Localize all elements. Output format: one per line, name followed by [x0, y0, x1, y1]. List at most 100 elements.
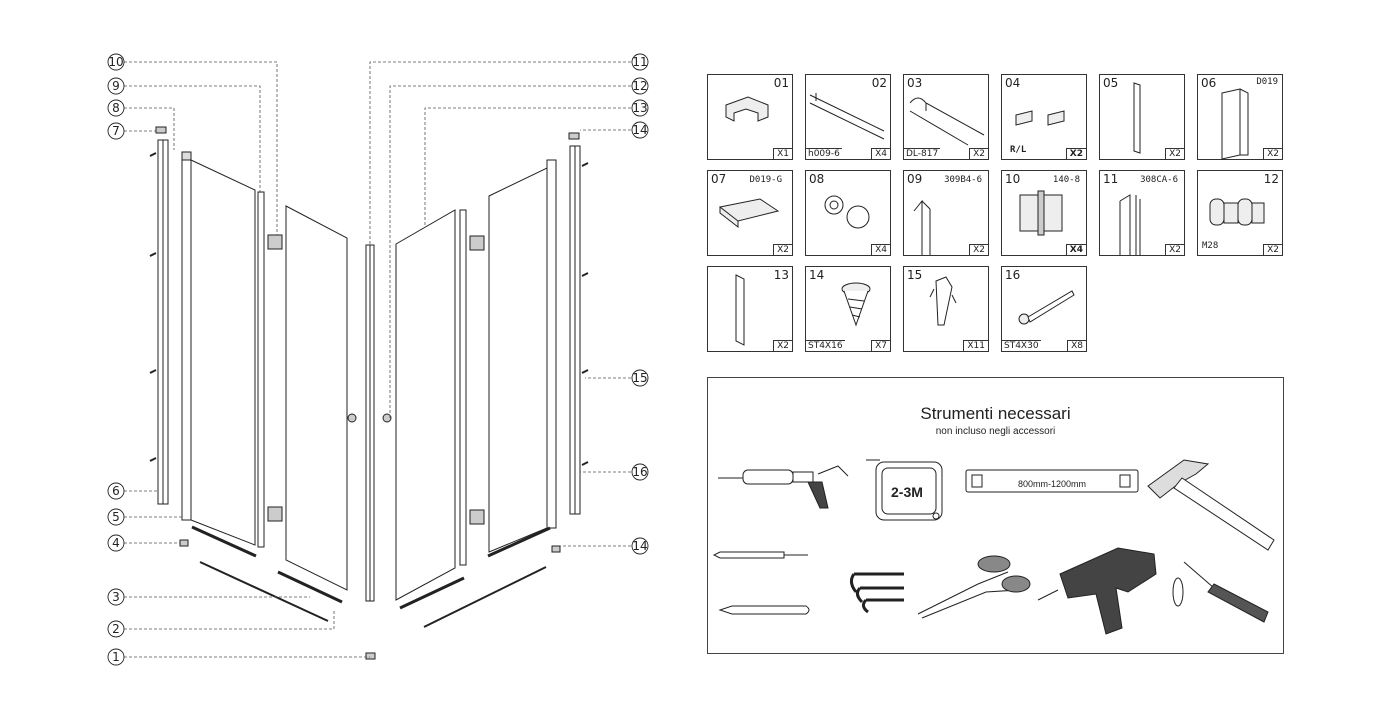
scissors-icon	[917, 555, 1031, 619]
cap-7	[155, 126, 167, 134]
callout-right: 16	[632, 465, 647, 479]
part-number: 13	[773, 268, 789, 282]
seal-left-1	[191, 525, 257, 558]
part-number: 10	[1005, 172, 1021, 186]
drill-bit-icon	[712, 551, 808, 559]
part-qty: X2	[1065, 148, 1086, 159]
callout-right: 14	[632, 123, 647, 137]
part-02: 02 h009-6 X4	[805, 74, 891, 160]
profile-right-9	[459, 209, 467, 566]
part-code: h009-6	[806, 148, 842, 159]
cap-1	[365, 652, 376, 660]
callout-left: 10	[108, 55, 123, 69]
bumper-14	[551, 545, 561, 553]
part-qty: X11	[963, 340, 988, 351]
callout-left: 2	[112, 622, 120, 636]
hammer-icon	[1147, 459, 1275, 551]
seal-right-2	[423, 566, 547, 628]
callout-left: 6	[112, 484, 120, 498]
part-10: 10 140-8 X4	[1001, 170, 1087, 256]
exploded-diagram: 10 9 8 7 6 5 4 3 2 1 11 12 13 14 15 16 1…	[107, 53, 649, 666]
part-qty: X8	[1067, 340, 1086, 351]
part-04: 04 R/L X2	[1001, 74, 1087, 160]
part-code: DL-817	[904, 148, 941, 159]
screwdriver-icon	[1172, 561, 1269, 623]
part-03: 03 DL-817 X2	[903, 74, 989, 160]
part-code: M28	[1202, 241, 1219, 251]
part-07: 07 D019-G X2	[707, 170, 793, 256]
callout-right: 11	[632, 55, 647, 69]
pencil-icon	[718, 605, 810, 615]
part-01: 01 X1	[707, 74, 793, 160]
callout-left: 4	[112, 536, 120, 550]
seal-left-2	[199, 561, 329, 622]
part-05: 05 X2	[1099, 74, 1185, 160]
tools-title: Strumenti necessari	[920, 404, 1071, 423]
door-glass-left	[285, 205, 348, 591]
part-number: 08	[809, 172, 825, 186]
part-qty: X2	[1165, 244, 1184, 255]
part-code: D019-G	[749, 175, 782, 185]
fixed-glass-left	[190, 159, 256, 546]
door-glass-right	[395, 209, 456, 601]
tools-panel: Strumenti necessari non incluso negli ac…	[707, 377, 1284, 654]
part-16: 16 ST4X30 X8	[1001, 266, 1087, 352]
part-qty: X2	[773, 340, 792, 351]
part-code: 309B4-6	[944, 175, 982, 185]
part-qty: X2	[773, 244, 792, 255]
part-qty: X4	[871, 244, 890, 255]
part-qty: X1	[773, 148, 792, 159]
part-code: 308CA-6	[1140, 175, 1178, 185]
part-number: 01	[773, 76, 789, 90]
part-number: 02	[871, 76, 887, 90]
wall-profile-left	[157, 139, 169, 505]
part-qty: X2	[969, 148, 988, 159]
part-number: 07	[711, 172, 727, 186]
part-code: R/L	[1010, 145, 1027, 155]
frame-profile-right	[546, 159, 557, 529]
part-code: D019	[1256, 77, 1278, 87]
part-13: 13 X2	[707, 266, 793, 352]
callout-left: 3	[112, 590, 120, 604]
part-06: 06 D019 X2	[1197, 74, 1283, 160]
callout-left: 8	[112, 101, 120, 115]
hinge-top-right	[469, 235, 485, 251]
tape-measure-icon	[866, 459, 943, 521]
part-qty: X7	[871, 340, 890, 351]
part-15: 15 X11	[903, 266, 989, 352]
part-number: 03	[907, 76, 923, 90]
part-number: 15	[907, 268, 923, 282]
spirit-level-icon	[965, 469, 1139, 493]
tape-measure-label: 2-3M	[891, 484, 923, 500]
part-code: 140-8	[1052, 175, 1080, 185]
part-08: 08 X4	[805, 170, 891, 256]
hinge-bottom-left	[267, 506, 283, 522]
fixed-glass-right	[488, 167, 548, 553]
callout-right: 12	[632, 79, 647, 93]
part-number: 09	[907, 172, 923, 186]
spirit-level-label: 800mm-1200mm	[1018, 479, 1087, 489]
seal-left-3	[277, 570, 343, 604]
hex-keys-icon	[849, 572, 904, 614]
hinge-bottom-right	[469, 509, 485, 525]
part-number: 06	[1201, 76, 1217, 90]
tools-subtitle: non incluso negli accessori	[935, 426, 1056, 437]
hinge-top-left	[267, 234, 283, 250]
part-code: ST4X30	[1002, 340, 1041, 351]
drill-icon	[1037, 547, 1157, 635]
part-qty: X2	[969, 244, 988, 255]
part-number: 04	[1005, 76, 1021, 90]
part-number: 11	[1103, 172, 1119, 186]
callout-right: 15	[632, 371, 647, 385]
part-09: 09 309B4-6 X2	[903, 170, 989, 256]
part-qty: X2	[1165, 148, 1184, 159]
frame-profile-left	[181, 151, 192, 521]
part-number: 16	[1005, 268, 1021, 282]
callout-left: 9	[112, 79, 120, 93]
seal-right-1	[399, 576, 465, 610]
part-qty: X2	[1263, 244, 1282, 255]
callout-right: 14	[632, 539, 647, 553]
part-qty: X2	[1263, 148, 1282, 159]
callout-left: 7	[112, 124, 120, 138]
caulk-gun-icon	[718, 465, 849, 509]
